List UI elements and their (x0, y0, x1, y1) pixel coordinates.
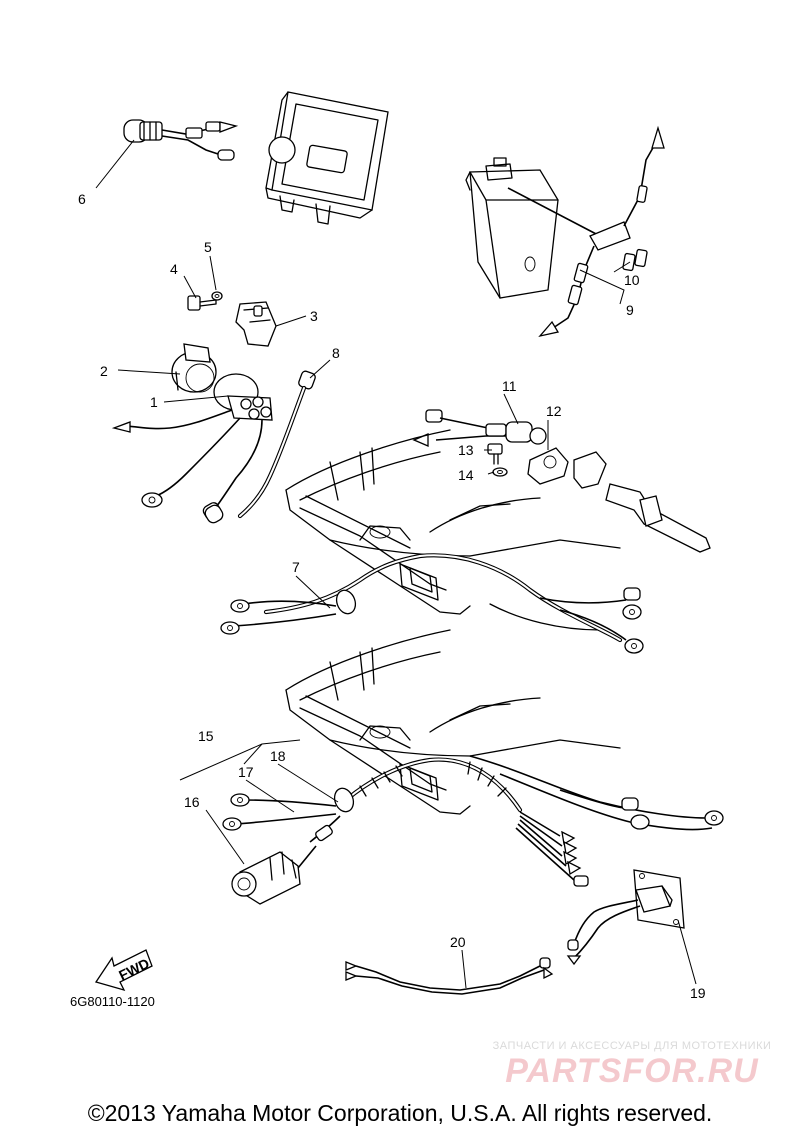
sensor-plate-19 (566, 869, 685, 966)
callout-12: 12 (546, 403, 562, 419)
washer-14 (492, 467, 508, 477)
callout-16: 16 (184, 794, 200, 810)
diagram-part-code: 6G80110-1120 (70, 994, 155, 1009)
main-switch-1 (111, 373, 273, 520)
callout-leaders (95, 139, 697, 989)
wire-lead-8 (204, 370, 316, 524)
main-harness-connector-16 (231, 845, 317, 905)
watermark: ЗАПЧАСТИ И АКСЕССУАРЫ ДЛЯ МОТОТЕХНИКИ PA… (478, 1040, 786, 1090)
remote-switch-panel (265, 91, 389, 225)
fuse-10 (622, 248, 648, 272)
screw-13 (487, 443, 503, 465)
copyright-notice: ©2013 Yamaha Motor Corporation, U.S.A. A… (87, 1100, 713, 1126)
callout-8: 8 (332, 345, 340, 361)
holder-2 (171, 343, 217, 393)
callout-3: 3 (310, 308, 318, 324)
callout-14: 14 (458, 467, 474, 483)
callout-numbers: 1 2 3 4 5 6 7 8 9 10 11 12 13 14 15 16 1… (78, 191, 706, 1001)
bottom-cowling-lower (285, 629, 621, 815)
bracket-3 (235, 301, 277, 347)
callout-13: 13 (458, 442, 474, 458)
wire-lead-9 (507, 125, 665, 338)
watermark-tagline: ЗАПЧАСТИ И АКСЕССУАРЫ ДЛЯ МОТОТЕХНИКИ (492, 1040, 772, 1052)
callout-11: 11 (502, 378, 517, 394)
callout-4: 4 (170, 261, 178, 277)
bottom-cowling-upper (285, 429, 621, 631)
wire-harness-7 (220, 553, 644, 654)
callout-6: 6 (78, 191, 86, 207)
parts-diagram: FWD 1 2 3 4 5 6 7 8 9 10 11 (78, 91, 724, 1001)
callout-5: 5 (204, 239, 212, 255)
callout-20: 20 (450, 934, 466, 950)
regulator-unit (465, 157, 559, 299)
callout-9: 9 (626, 302, 634, 318)
fwd-label: FWD (116, 955, 152, 983)
grommet-18 (222, 787, 355, 831)
callout-19: 19 (690, 985, 706, 1001)
callout-7: 7 (292, 559, 300, 575)
washer-5 (211, 291, 223, 301)
stop-switch-11 (412, 409, 547, 447)
callout-2: 2 (100, 363, 108, 379)
wire-harness-15 (343, 755, 724, 887)
callout-17: 17 (238, 764, 254, 780)
callout-10: 10 (624, 272, 640, 288)
bolt-4 (187, 295, 217, 311)
callout-18: 18 (270, 748, 286, 764)
key-switch-6 (123, 119, 239, 161)
fwd-arrow-icon: FWD (94, 949, 153, 992)
watermark-brand: PARTSFOR.RU (505, 1052, 759, 1090)
wire-lead-20 (345, 957, 554, 995)
bracket-12 (527, 447, 711, 553)
wire-lead-17 (309, 815, 341, 843)
callout-15: 15 (198, 728, 214, 744)
callout-1: 1 (150, 394, 158, 410)
